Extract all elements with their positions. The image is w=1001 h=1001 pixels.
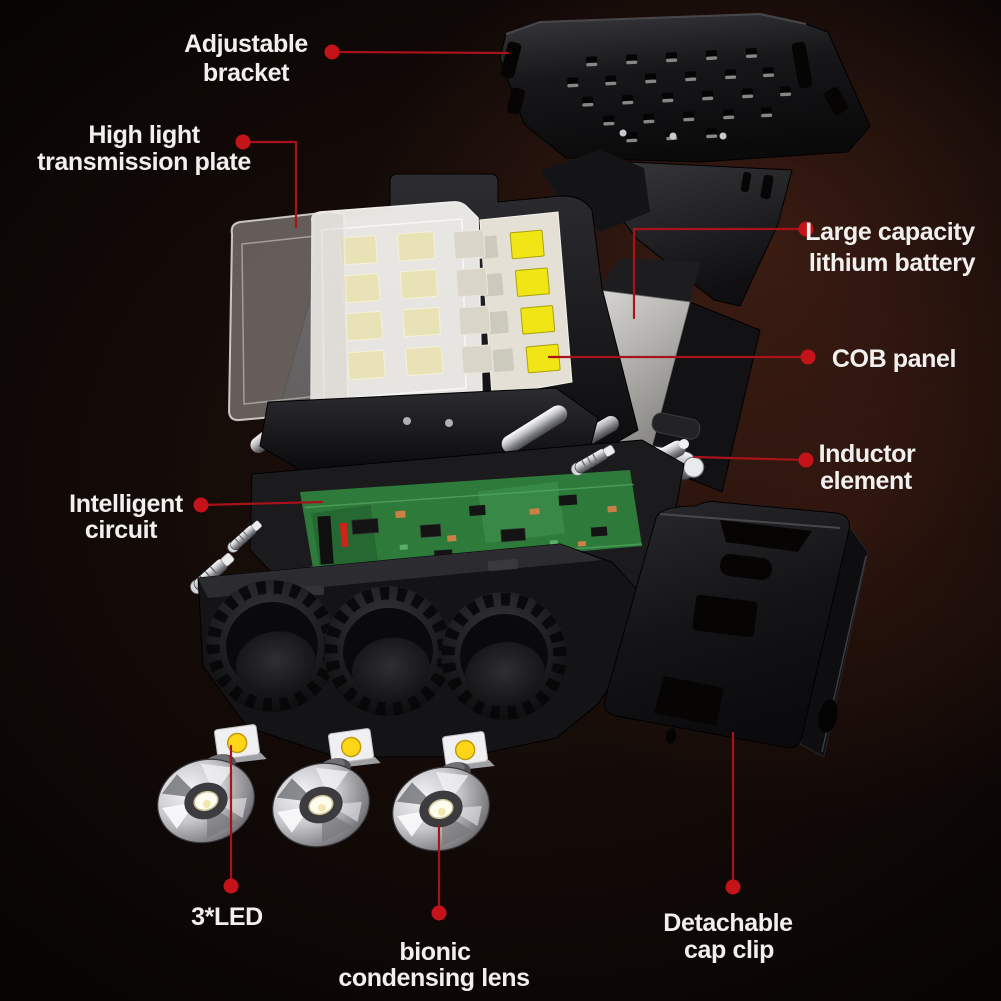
label-cap-clip: Detachable [663, 909, 793, 937]
label-cap-clip: cap clip [684, 936, 774, 964]
lamp-barrel [440, 592, 568, 720]
callout-bionic-condensing-lens: bionic condensing lens [338, 824, 530, 992]
callout-high-light-transmission-plate: High light transmission plate [37, 121, 298, 229]
label-inductor-element: element [820, 467, 913, 495]
callout-cob-panel: COB panel [547, 345, 957, 373]
label-bionic-lens: condensing lens [338, 964, 529, 992]
label-lithium-battery: lithium battery [809, 249, 976, 277]
label-lithium-battery: Large capacity [805, 218, 975, 246]
callouts: Adjustable bracket High light transmissi… [37, 30, 976, 992]
part-condensing-lenses [146, 746, 501, 864]
part-cap-clip [604, 501, 869, 758]
condensing-lens [146, 746, 266, 856]
label-adjustable-bracket: bracket [203, 59, 290, 87]
callout-intelligent-circuit: Intelligent circuit [69, 490, 324, 544]
label-adjustable-bracket: Adjustable [184, 30, 308, 58]
condensing-lens [381, 754, 501, 864]
label-high-light-plate: transmission plate [37, 148, 251, 176]
label-bionic-lens: bionic [399, 938, 471, 966]
label-cob-panel: COB panel [832, 345, 956, 373]
callout-adjustable-bracket: Adjustable bracket [184, 30, 510, 87]
label-inductor-element: Inductor [819, 440, 916, 468]
condensing-lens [261, 750, 381, 860]
callout-inductor-element: Inductor element [692, 440, 916, 495]
bracket-plate [499, 13, 871, 163]
label-high-light-plate: High light [88, 121, 200, 149]
pcb-components [304, 481, 643, 581]
callout-detachable-cap-clip: Detachable cap clip [663, 731, 794, 964]
label-intelligent-circuit: Intelligent [69, 490, 184, 518]
callout-large-capacity-lithium-battery: Large capacity lithium battery [632, 218, 976, 320]
part-transmission-plate [227, 210, 350, 422]
callout-led-3x: 3*LED [191, 744, 263, 931]
label-3-led: 3*LED [191, 903, 263, 931]
label-intelligent-circuit: circuit [85, 516, 158, 544]
part-lamp-housing [197, 543, 649, 758]
